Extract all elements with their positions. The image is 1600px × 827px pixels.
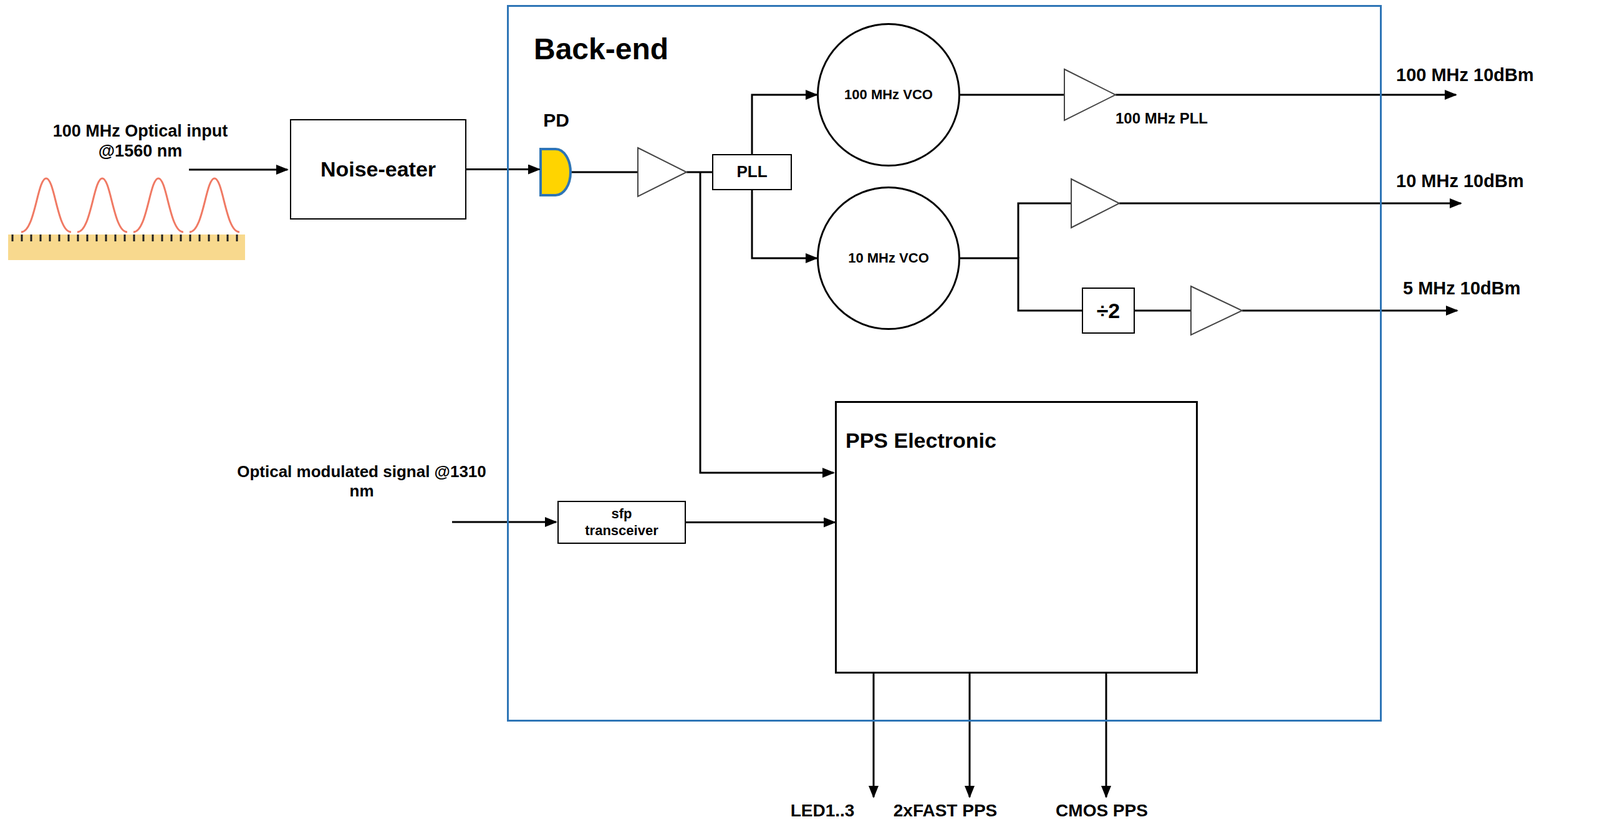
node-text: ÷2	[1096, 298, 1121, 324]
signal-wires	[188, 94, 1461, 797]
pps-box: PPS Electronic	[834, 400, 1198, 674]
component-label: PD	[543, 109, 570, 132]
photodiode-symbol	[540, 149, 571, 196]
output-label: 10 MHz 10dBm	[1396, 170, 1524, 193]
node-text: 100 MHz VCO	[844, 86, 933, 103]
backend-frame: Back-endPLL 100 MHz VCO 10 MHz VCO ÷2PPS El…	[506, 4, 1382, 722]
node-text: sfp transceiver	[578, 505, 666, 539]
vco-circle: 10 MHz VCO	[816, 186, 961, 330]
vco-circle: 100 MHz VCO	[816, 23, 961, 167]
frame-title: Back-end	[533, 31, 669, 68]
signal-connector	[960, 258, 1082, 311]
node-text: PLL	[736, 162, 767, 182]
node-text: Noise-eater	[320, 156, 436, 183]
output-label: CMOS PPS	[1055, 800, 1148, 822]
node-text: 10 MHz VCO	[848, 250, 930, 267]
output-label: 2xFAST PPS	[893, 800, 998, 822]
input-label: Optical modulated signal @1310 nm	[236, 462, 487, 501]
output-label: 100 MHz 10dBm	[1396, 64, 1534, 87]
signal-connector	[466, 168, 540, 171]
pll-box: PLL	[712, 154, 792, 191]
pulse-train-illustration	[8, 178, 246, 261]
node-text: PPS Electronic	[845, 427, 997, 454]
output-label: 5 MHz 10dBm	[1402, 277, 1521, 300]
signal-connector	[751, 94, 817, 155]
process-box: Noise-eater	[289, 119, 467, 220]
output-label: LED1..3	[790, 800, 855, 822]
input-label: 100 MHz Optical input @1560 nm	[34, 120, 247, 162]
signal-connector	[751, 190, 817, 259]
sfp-box: sfp transceiver	[557, 500, 686, 544]
signal-connector	[685, 521, 835, 524]
component-label: 100 MHz PLL	[1115, 109, 1208, 128]
divider-box: ÷2	[1081, 287, 1135, 334]
